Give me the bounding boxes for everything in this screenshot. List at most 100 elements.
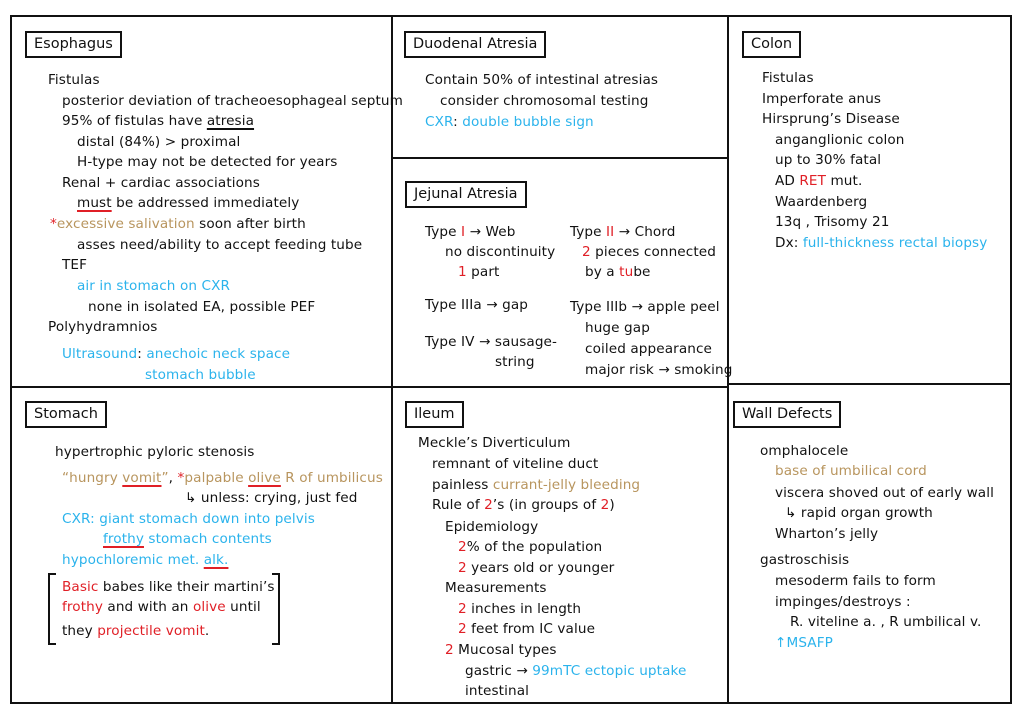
highlighted-text-tan: vomit [122, 470, 162, 486]
note-line: string [495, 352, 535, 372]
note-line: up to 30% fatal [775, 150, 881, 170]
note-text: feet from IC value [466, 621, 596, 637]
note-line: ↑MSAFP [775, 633, 833, 653]
section-title-jejunal-atresia: Jejunal Atresia [405, 181, 527, 208]
note-text: asses need/ability to accept feeding tub… [77, 237, 363, 253]
note-line: asses need/ability to accept feeding tub… [77, 235, 362, 255]
note-text: years old or younger [466, 560, 615, 576]
note-text: up to 30% fatal [775, 152, 882, 168]
note-line: ↳ rapid organ growth [785, 503, 933, 523]
note-line: Rule of 2’s (in groups of 2) [432, 495, 615, 515]
highlighted-text-tan: base of umbilical cord [775, 463, 927, 479]
highlighted-text-blue: ↑MSAFP [775, 635, 833, 651]
note-text: Type [425, 224, 462, 240]
highlighted-text-red: 2 [458, 621, 467, 637]
note-text: huge gap [585, 320, 650, 336]
note-text: . [204, 623, 210, 639]
note-text: AD [775, 173, 800, 189]
note-line: intestinal [465, 681, 529, 701]
section-title-wall-defects: Wall Defects [733, 401, 842, 428]
highlighted-text-red: projectile vomit [97, 623, 205, 639]
note-line: viscera shoved out of early wall [775, 483, 994, 503]
highlighted-text-blue: stomach bubble [145, 367, 256, 383]
note-line: Type I → Web [425, 222, 515, 242]
note-text: Mucosal types [453, 642, 557, 658]
note-text: until [225, 599, 261, 615]
highlighted-text-blue: hypochloremic met. [62, 552, 204, 568]
note-text: mut. [826, 173, 863, 189]
note-line: Contain 50% of intestinal atresias [425, 70, 658, 90]
column-divider [391, 15, 393, 704]
note-line: posterior deviation of tracheoesophageal… [62, 91, 403, 111]
row-divider [10, 386, 392, 388]
highlighted-text-red: frothy [62, 599, 103, 615]
note-text: Measurements [445, 580, 547, 596]
row-divider [727, 383, 1012, 385]
note-text: ) [609, 497, 615, 513]
note-line: gastroschisis [760, 550, 849, 570]
note-line: ↳ unless: crying, just fed [185, 488, 357, 508]
note-text: : [137, 346, 147, 362]
note-text: be [633, 264, 651, 280]
highlighted-text-red: tu [619, 264, 634, 280]
note-text: omphalocele [760, 443, 849, 459]
note-line: no discontinuity [445, 242, 555, 262]
note-text: 95% of fistulas have [62, 113, 207, 129]
note-line: R. viteline a. , R umbilical v. [790, 612, 981, 632]
note-text: ↳ unless: crying, just fed [185, 490, 358, 506]
note-text: Epidemiology [445, 519, 539, 535]
note-text: and with an [102, 599, 193, 615]
note-text: Imperforate anus [762, 91, 882, 107]
note-line: distal (84%) > proximal [77, 132, 240, 152]
highlighted-text-blue: double bubble sign [462, 114, 594, 130]
note-line: TEF [62, 255, 87, 275]
note-text: mesoderm fails to form [775, 573, 936, 589]
note-text: hypertrophic pyloric stenosis [55, 444, 255, 460]
section-title-colon: Colon [742, 31, 802, 58]
note-line: Type IIIb → apple peel [570, 297, 720, 317]
note-line: frothy stomach contents [103, 529, 272, 549]
note-text: coiled appearance [585, 341, 713, 357]
note-text: major risk → smoking [585, 362, 733, 378]
note-text: impinges/destroys : [775, 594, 911, 610]
highlighted-text-blue: alk. [203, 552, 229, 568]
note-text: , [168, 470, 178, 486]
note-text: Type IIIa → gap [425, 297, 529, 313]
note-line: painless currant-jelly bleeding [432, 475, 640, 495]
note-text: Waardenberg [775, 194, 868, 210]
note-line: 2 pieces connected [582, 242, 716, 262]
note-text: Contain 50% of intestinal atresias [425, 72, 659, 88]
note-text: pieces connected [590, 244, 716, 260]
note-text: must [77, 195, 112, 211]
note-text: ↳ rapid organ growth [785, 505, 933, 521]
highlighted-text-blue: full-thickness rectal biopsy [802, 235, 988, 251]
note-line: Epidemiology [445, 517, 538, 537]
note-line: huge gap [585, 318, 650, 338]
note-text: remnant of viteline duct [432, 456, 599, 472]
highlighted-text-tan: excessive salivation [56, 216, 195, 232]
highlighted-text-red: 2 [445, 642, 454, 658]
note-text: Dx: [775, 235, 803, 251]
note-line: H-type may not be detected for years [77, 152, 337, 172]
note-line: CXR: giant stomach down into pelvis [62, 509, 315, 529]
highlighted-text-red: 2 [582, 244, 591, 260]
note-line: major risk → smoking [585, 360, 732, 380]
row-divider [391, 386, 728, 388]
note-line: remnant of viteline duct [432, 454, 598, 474]
highlighted-text-red: I [461, 224, 466, 240]
highlighted-text-red: olive [192, 599, 226, 615]
note-line: Hirsprung’s Disease [762, 109, 900, 129]
note-text: atresia [206, 113, 255, 129]
row-divider [391, 157, 728, 159]
note-line: coiled appearance [585, 339, 712, 359]
note-line: air in stomach on CXR [77, 276, 230, 296]
note-text: TEF [62, 257, 88, 273]
note-line: Dx: full-thickness rectal biopsy [775, 233, 987, 253]
note-text: ’s (in groups of [492, 497, 601, 513]
note-text: % of the population [466, 539, 603, 555]
highlighted-text-tan: olive [248, 470, 281, 486]
note-line: Renal + cardiac associations [62, 173, 260, 193]
note-line: Type IIIa → gap [425, 295, 528, 315]
note-text: consider chromosomal testing [440, 93, 649, 109]
note-text: Rule of [432, 497, 485, 513]
